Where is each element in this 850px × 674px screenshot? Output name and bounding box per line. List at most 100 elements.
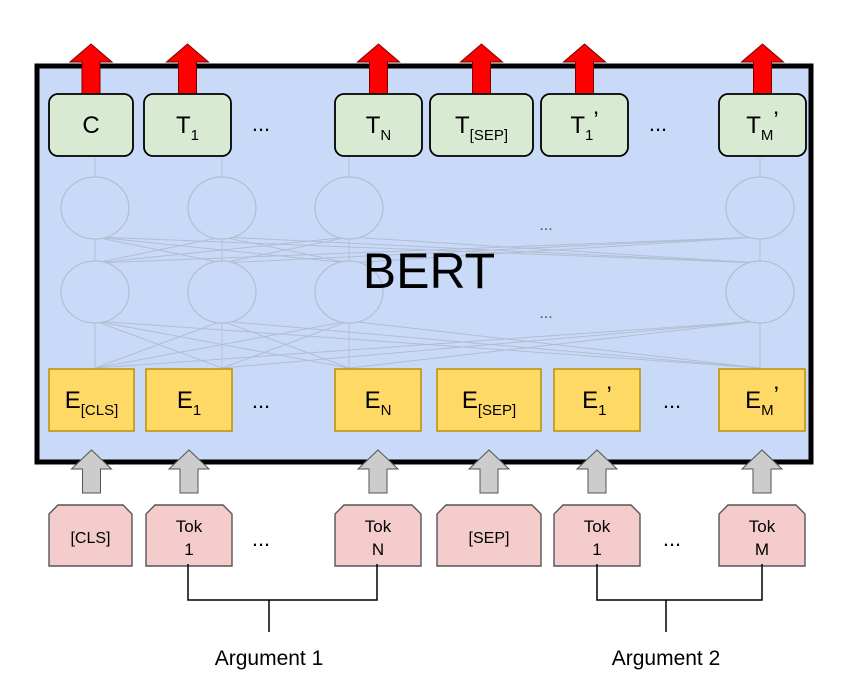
hidden-layer-network [60,158,795,369]
embedding-label-main: E [65,387,81,414]
embedding-label-subscript: 1 [598,402,606,419]
hidden-node [314,260,384,324]
output-box-1: T1 [143,93,232,157]
output-box-3: T[SEP] [429,93,534,157]
output-label-0: C [82,112,99,139]
argument-1-bracket [187,564,378,632]
hidden-connection [94,236,761,264]
token-text-line1: Tok [365,517,392,536]
output-label-subscript: 1 [585,127,593,144]
output-label-subscript: M [761,127,774,144]
embedding-label-subscript: N [381,402,392,419]
hidden-connection [348,320,761,369]
output-arrows [68,43,785,95]
hidden-connection [221,236,761,264]
output-label-prime: ’ [773,107,778,134]
embedding-box-2: EN [334,368,422,432]
embedding-box-1: E1 [145,368,233,432]
output-label-3: T[SEP] [455,112,508,144]
output-arrow-5 [740,43,785,95]
output-arrow-0 [68,43,114,95]
hidden-connection [94,320,761,369]
output-label-2: TN [366,112,392,144]
hidden-node [60,260,130,324]
output-box-shape [334,93,423,157]
hidden-node [725,176,795,240]
hidden-node [314,176,384,240]
embedding-label-main: E [582,387,598,414]
embedding-label-subscript: M [761,402,774,419]
input-arrow-4 [575,449,619,494]
embedding-box-shape [436,368,542,432]
embedding-box-3: E[SEP] [436,368,542,432]
embedding-box-0: E[CLS] [48,368,135,432]
embedding-box-4: E1’ [553,368,641,432]
hidden-ellipsis-lower: ... [539,305,552,322]
token-text-line1: Tok [176,517,203,536]
output-label-main: T [455,112,470,139]
embedding-label-subscript: [SEP] [478,402,516,419]
embedding-label-0: E[CLS] [65,387,119,419]
embedding-box-shape [718,368,806,432]
token-text-line1: Tok [749,517,776,536]
embedding-label-3: E[SEP] [462,387,516,419]
output-ellipsis-2: ... [649,111,667,136]
embedding-ellipsis-1: ... [252,388,270,413]
output-box-shape [143,93,232,157]
hidden-node [187,260,257,324]
output-arrow-1 [165,43,210,95]
hidden-connection [94,236,223,264]
token-text: [CLS] [70,530,110,547]
hidden-connection [94,236,350,264]
token-text-line2: 1 [592,540,601,559]
token-box-shape [553,504,641,567]
hidden-connection [221,320,350,369]
hidden-connection [94,320,223,369]
hidden-node [725,260,795,324]
hidden-connection [94,320,761,369]
hidden-connection [348,236,761,264]
hidden-connection [221,320,761,369]
hidden-ellipsis-upper: ... [539,217,552,234]
hidden-connection [94,320,223,369]
output-box-shape [540,93,629,157]
output-label-main: T [570,112,585,139]
embedding-label-5: EM’ [745,382,779,419]
embedding-label-1: E1 [177,387,201,419]
input-arrow-5 [740,449,784,494]
bert-title: BERT [363,243,495,299]
output-label-subscript: [SEP] [470,127,508,144]
output-label-5: TM’ [746,107,779,144]
embedding-ellipsis-2: ... [663,388,681,413]
embedding-label-subscript: [CLS] [81,402,119,419]
output-label-4: T1’ [570,107,598,144]
token-ellipsis-2: ... [663,526,681,551]
token-box-shape [48,504,133,567]
input-arrow-2 [356,449,400,494]
token-text-line2: N [372,540,384,559]
output-label-main: T [366,112,381,139]
input-arrows [70,449,784,494]
token-box-shape [436,504,542,567]
output-box-shape [718,93,807,157]
hidden-connection [348,320,761,369]
input-arrow-3 [467,449,511,494]
hidden-connection [221,236,350,264]
output-ellipsis-1: ... [252,111,270,136]
embedding-box-shape [48,368,135,432]
embedding-box-shape [553,368,641,432]
output-box-shape [429,93,534,157]
output-label-1: T1 [176,112,199,144]
output-label-prime: ’ [593,107,598,134]
output-label-main: C [82,112,99,139]
output-arrow-2 [356,43,401,95]
token-text-line2: 1 [184,540,193,559]
output-label-subscript: N [380,127,391,144]
hidden-connection [94,320,350,369]
hidden-connection [221,320,350,369]
